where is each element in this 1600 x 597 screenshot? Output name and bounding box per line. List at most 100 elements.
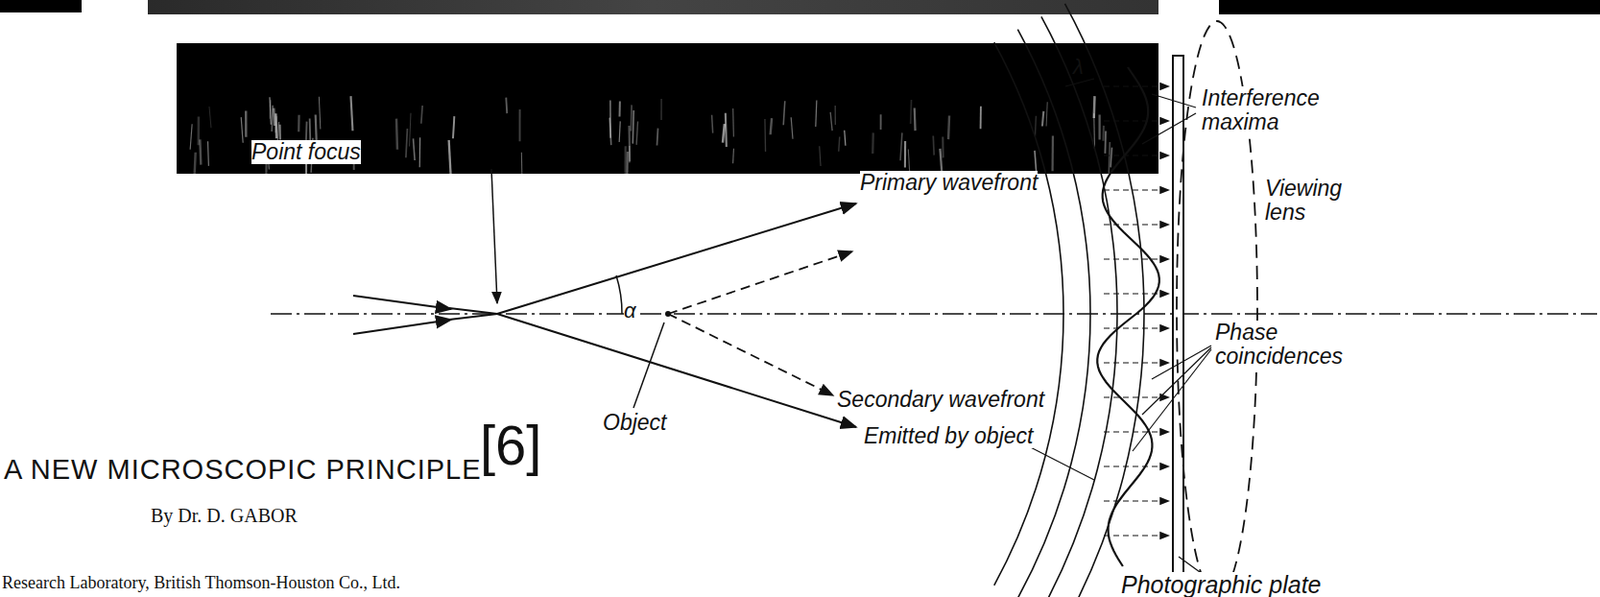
figure-label: Viewing lens <box>1265 176 1352 226</box>
streak <box>770 118 772 135</box>
streak <box>880 114 883 130</box>
leader-line <box>1142 113 1196 144</box>
streak <box>619 120 621 143</box>
streak <box>412 138 415 161</box>
ray <box>449 313 498 320</box>
streak <box>519 109 522 142</box>
streak <box>625 151 628 174</box>
streak <box>268 99 272 120</box>
streak <box>1108 142 1110 174</box>
streak <box>656 128 658 146</box>
streak <box>190 123 192 149</box>
wavelength-mark <box>1065 78 1095 87</box>
streak <box>521 152 524 174</box>
wavefront-arc <box>1017 29 1091 597</box>
streak <box>275 116 277 133</box>
streak <box>350 95 353 131</box>
figure-label: Phase coincidences <box>1215 320 1350 370</box>
streak <box>931 136 935 156</box>
streak <box>1050 135 1054 171</box>
affiliation-line: Research Laboratory, British Thomson-Hou… <box>1 573 401 594</box>
streak <box>631 110 635 144</box>
arrow-to-plate <box>1103 500 1170 502</box>
streak <box>1110 147 1112 168</box>
streak <box>504 97 508 115</box>
streak <box>315 115 317 143</box>
ray <box>449 308 498 314</box>
streak <box>732 148 735 164</box>
streak <box>725 113 727 147</box>
streak <box>453 116 454 139</box>
arrow-to-plate <box>1103 430 1170 432</box>
streak <box>409 113 411 147</box>
streak <box>783 100 786 125</box>
arrow-to-plate <box>1103 119 1170 121</box>
optical-axis <box>270 312 1598 315</box>
wavefronts <box>994 3 1170 597</box>
streak <box>209 106 212 128</box>
streak <box>871 132 875 154</box>
leader-line <box>491 168 498 304</box>
image-strip <box>147 0 1159 15</box>
streak <box>1034 116 1036 137</box>
primary-ray <box>497 313 857 428</box>
image-strip <box>0 0 82 13</box>
streak <box>1101 125 1104 142</box>
streak <box>838 136 840 151</box>
streak <box>844 130 846 146</box>
streak <box>1093 95 1097 119</box>
figure-label: Secondary wavefront <box>836 387 1045 412</box>
streak <box>790 117 793 139</box>
wavefront-arc <box>1041 16 1118 597</box>
streak <box>941 136 944 158</box>
streak <box>405 128 408 158</box>
author-line: By Dr. D. GABOR <box>150 504 298 526</box>
arrow-to-plate <box>1103 361 1170 363</box>
figure-label: Point focus <box>251 140 361 165</box>
streak <box>244 110 248 137</box>
figure-label: α <box>623 299 637 323</box>
streak <box>900 132 903 161</box>
leader-line <box>1132 349 1212 452</box>
streak <box>660 98 663 120</box>
figure-label: Object <box>602 410 667 435</box>
streak <box>712 115 714 134</box>
streak <box>636 120 638 144</box>
angle-arc <box>616 275 622 314</box>
streak <box>619 100 621 117</box>
streak <box>395 119 399 150</box>
hologram-streaks <box>190 95 1112 174</box>
arrow-to-plate <box>1103 534 1170 536</box>
image-strip <box>1218 0 1600 15</box>
streak <box>297 115 301 133</box>
figure-label: Interference maxima <box>1201 86 1327 136</box>
streak <box>913 108 917 132</box>
streak <box>948 115 950 140</box>
leader-line <box>1178 556 1200 573</box>
streak <box>732 108 735 138</box>
paper-title: A NEW MICROSCOPIC PRINCIPLE <box>3 454 482 486</box>
streak <box>1098 114 1100 140</box>
streak <box>909 99 913 124</box>
figure-label: λ <box>1073 55 1084 79</box>
streak <box>835 105 836 125</box>
streak <box>1103 131 1107 154</box>
photographic-plate <box>1172 55 1184 574</box>
leader-line <box>1151 345 1212 380</box>
streak <box>764 119 766 152</box>
wavefront-arc <box>1064 3 1145 597</box>
streak <box>609 100 612 139</box>
object-point <box>665 310 671 317</box>
streak <box>207 141 210 167</box>
streak <box>1042 111 1044 127</box>
streak <box>1046 101 1048 126</box>
streak <box>979 106 982 130</box>
streak <box>830 112 833 131</box>
streak <box>240 117 243 144</box>
figure-label: Emitted by object <box>863 424 1033 449</box>
streak <box>904 141 907 168</box>
secondary-ray <box>668 313 834 396</box>
streak <box>628 145 630 164</box>
arrow-to-plate <box>1103 292 1170 294</box>
leader-line <box>1151 94 1196 108</box>
